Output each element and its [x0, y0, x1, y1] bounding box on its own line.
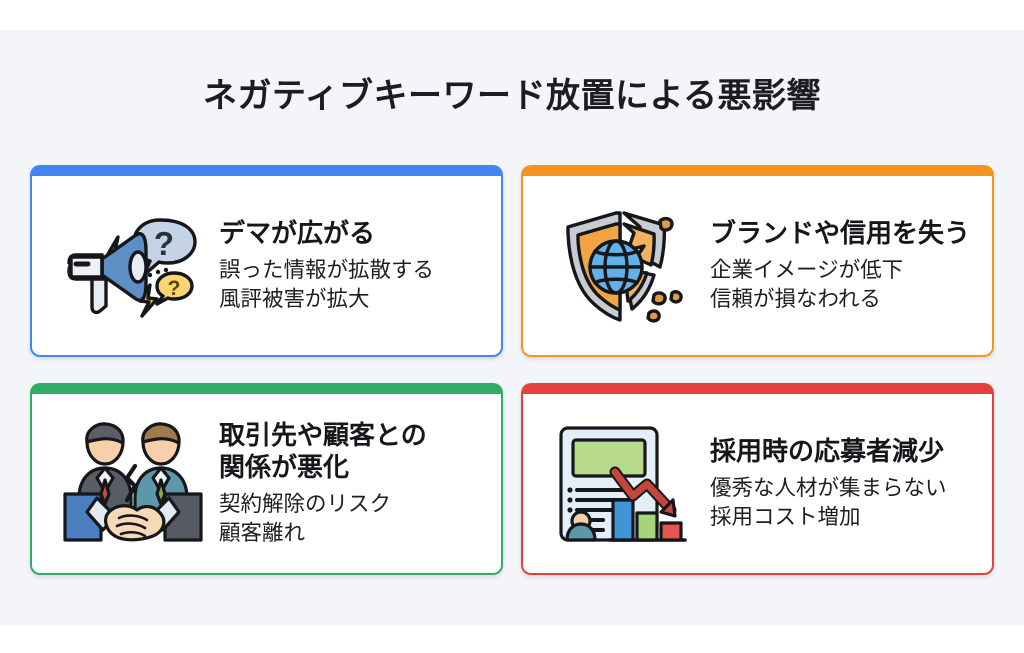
page-title: ネガティブキーワード放置による悪影響 — [203, 77, 821, 115]
card-subtext-line-2: 顧客離れ — [219, 520, 306, 545]
card-text-block: ブランドや信用を失う 企業イメージが低下 信頼が損なわれる — [706, 218, 982, 313]
card-subtext-line-2: 採用コスト増加 — [710, 504, 861, 529]
card-grid: ? ? デマが広がる 誤った情報が拡散する 風評被害が拡大 — [30, 165, 994, 580]
card-text-block: 採用時の応募者減少 優秀な人材が集まらない 採用コスト増加 — [706, 436, 982, 531]
card-heading: デマが広がる — [219, 217, 376, 248]
card-subtext-line-1: 誤った情報が拡散する — [219, 258, 435, 283]
card-subtext-line-1: 契約解除のリスク — [219, 492, 392, 517]
handshake-conflict-icon — [50, 409, 215, 559]
card-recruiting[interactable]: 採用時の応募者減少 優秀な人材が集まらない 採用コスト増加 — [521, 383, 994, 575]
card-brand-trust[interactable]: ブランドや信用を失う 企業イメージが低下 信頼が損なわれる — [521, 165, 994, 357]
card-client-relations[interactable]: 取引先や顧客との 関係が悪化 契約解除のリスク 顧客離れ — [30, 383, 503, 575]
card-subtext-line-1: 優秀な人材が集まらない — [710, 476, 947, 501]
megaphone-rumor-icon: ? ? — [50, 191, 215, 341]
card-heading: ブランドや信用を失う — [710, 217, 971, 248]
svg-text:?: ? — [167, 277, 180, 300]
card-heading: 取引先や顧客との 関係が悪化 — [219, 419, 427, 482]
card-heading: 採用時の応募者減少 — [710, 435, 945, 466]
broken-shield-globe-icon — [541, 191, 706, 341]
card-subtext-line-2: 信頼が損なわれる — [710, 286, 881, 311]
card-text-block: 取引先や顧客との 関係が悪化 契約解除のリスク 顧客離れ — [215, 420, 491, 547]
card-text-block: デマが広がる 誤った情報が拡散する 風評被害が拡大 — [215, 218, 491, 313]
svg-text:?: ? — [153, 225, 173, 262]
card-subtext-line-2: 風評被害が拡大 — [219, 286, 370, 311]
job-posting-decline-icon — [541, 409, 706, 559]
card-subtext-line-1: 企業イメージが低下 — [710, 258, 904, 283]
card-demagogy[interactable]: ? ? デマが広がる 誤った情報が拡散する 風評被害が拡大 — [30, 165, 503, 357]
